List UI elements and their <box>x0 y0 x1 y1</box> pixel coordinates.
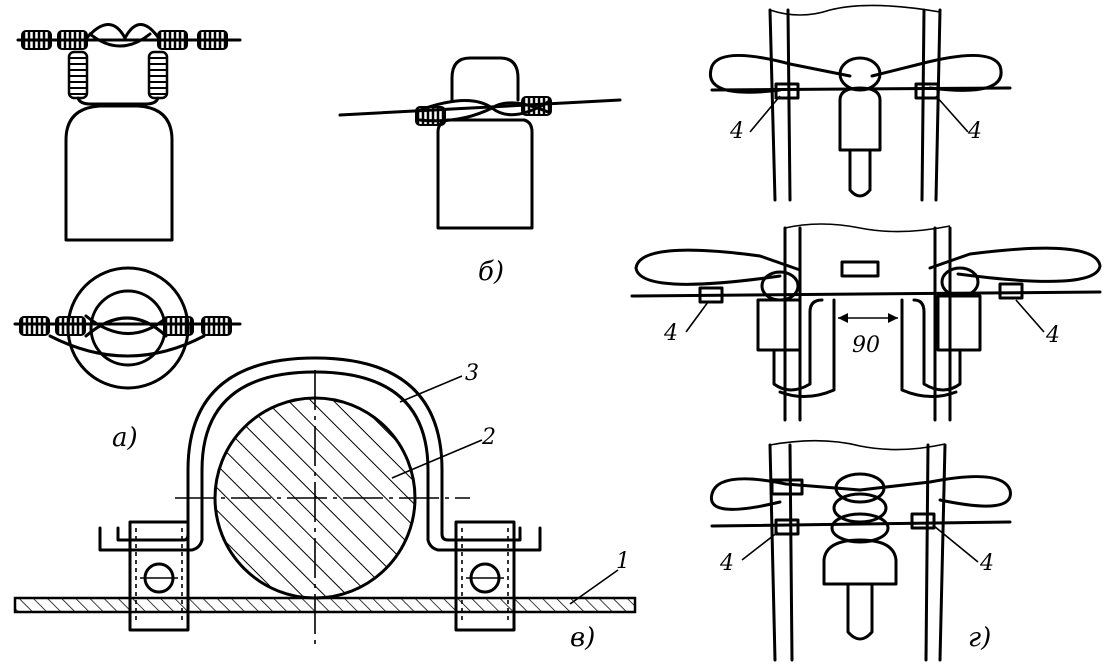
base-plate <box>13 596 637 614</box>
right-bolt-block <box>454 520 516 632</box>
figure-v-clamp <box>13 356 637 650</box>
label-v: в) <box>570 623 595 653</box>
label-b: б) <box>478 257 504 287</box>
figure-g-bottom <box>709 439 1012 662</box>
callout-2: 2 <box>481 425 496 450</box>
clamp-strip <box>98 370 542 552</box>
callout-4-g3-right: 4 <box>979 551 994 576</box>
figure-a-top-view <box>13 266 242 390</box>
figure-g-top <box>709 4 1012 202</box>
left-bolt-block <box>128 520 190 632</box>
figure-a-side-view <box>16 23 242 242</box>
figure-g-middle <box>630 223 1102 422</box>
label-a: а) <box>112 423 138 453</box>
callout-4-g3-left: 4 <box>719 551 734 576</box>
callout-3: 3 <box>465 361 479 386</box>
dimension-90: 90 <box>852 333 880 358</box>
label-g: г) <box>968 623 991 653</box>
callout-1: 1 <box>616 549 630 574</box>
figure-b-insulator <box>338 56 622 230</box>
callout-4-g1-right: 4 <box>967 119 982 144</box>
callout-4-g1-left: 4 <box>729 119 744 144</box>
callout-4-g2-left: 4 <box>663 321 678 346</box>
callout-4-g2-right: 4 <box>1045 323 1060 348</box>
